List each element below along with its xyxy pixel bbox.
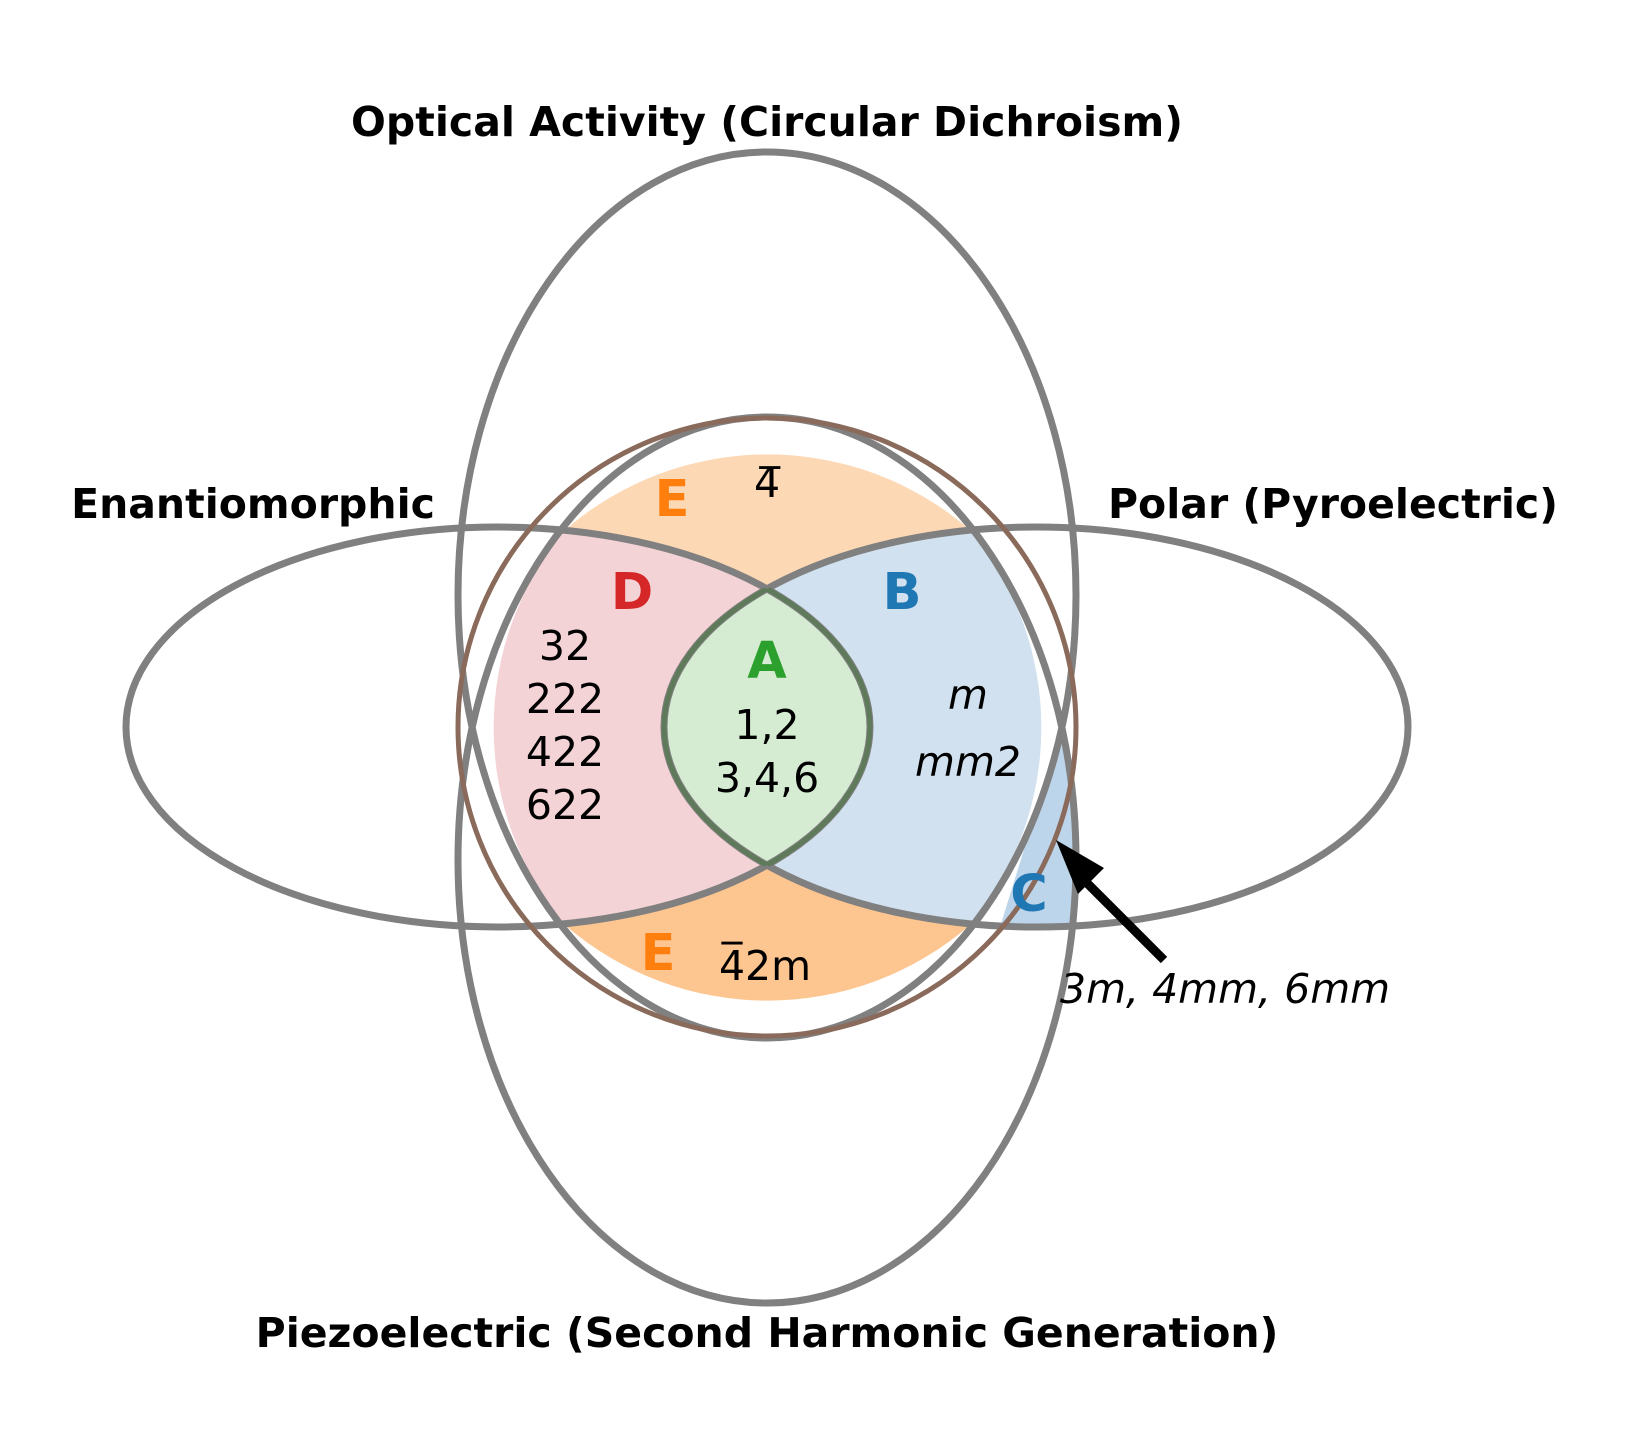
region-d-group: 622 bbox=[526, 781, 604, 829]
region-e-bottom-letter: E bbox=[641, 924, 676, 983]
region-e-top bbox=[565, 454, 970, 591]
region-fills bbox=[493, 454, 1074, 1001]
polar-label: Polar (Pyroelectric) bbox=[1108, 480, 1558, 528]
region-c-letter: C bbox=[1010, 865, 1047, 924]
region-a-letter: A bbox=[747, 632, 787, 691]
region-d-group: 32 bbox=[539, 622, 591, 670]
region-a-group: 1,2 bbox=[734, 701, 799, 749]
region-b-letter: B bbox=[883, 563, 922, 622]
region-a bbox=[666, 591, 868, 864]
region-e-top-group: 4̅ bbox=[754, 459, 781, 507]
region-d bbox=[493, 530, 767, 925]
optical-activity-label: Optical Activity (Circular Dichroism) bbox=[351, 98, 1183, 146]
region-b bbox=[767, 530, 1042, 925]
region-c-callout-arrow bbox=[1056, 840, 1168, 964]
enantiomorphic-label: Enantiomorphic bbox=[71, 480, 435, 528]
region-d-letter: D bbox=[611, 563, 653, 622]
region-e-bottom-group: 4̅2m bbox=[719, 942, 811, 990]
region-b-group: mm2 bbox=[915, 738, 1021, 786]
region-a-left-boundary bbox=[661, 527, 870, 927]
non-centrosymmetric-circle bbox=[455, 415, 1079, 1039]
piezoelectric-label: Piezoelectric (Second Harmonic Generatio… bbox=[256, 1309, 1279, 1357]
region-c bbox=[1000, 727, 1074, 927]
region-d-group: 222 bbox=[526, 675, 604, 723]
region-e-bottom bbox=[565, 864, 970, 1001]
region-b-group: m bbox=[948, 671, 988, 719]
region-a-right-boundary bbox=[664, 527, 873, 927]
region-d-group: 422 bbox=[526, 728, 604, 776]
region-c-groups: 3m, 4mm, 6mm bbox=[1060, 965, 1390, 1013]
region-e-top-letter: E bbox=[655, 470, 690, 529]
region-a-group: 3,4,6 bbox=[715, 754, 819, 802]
